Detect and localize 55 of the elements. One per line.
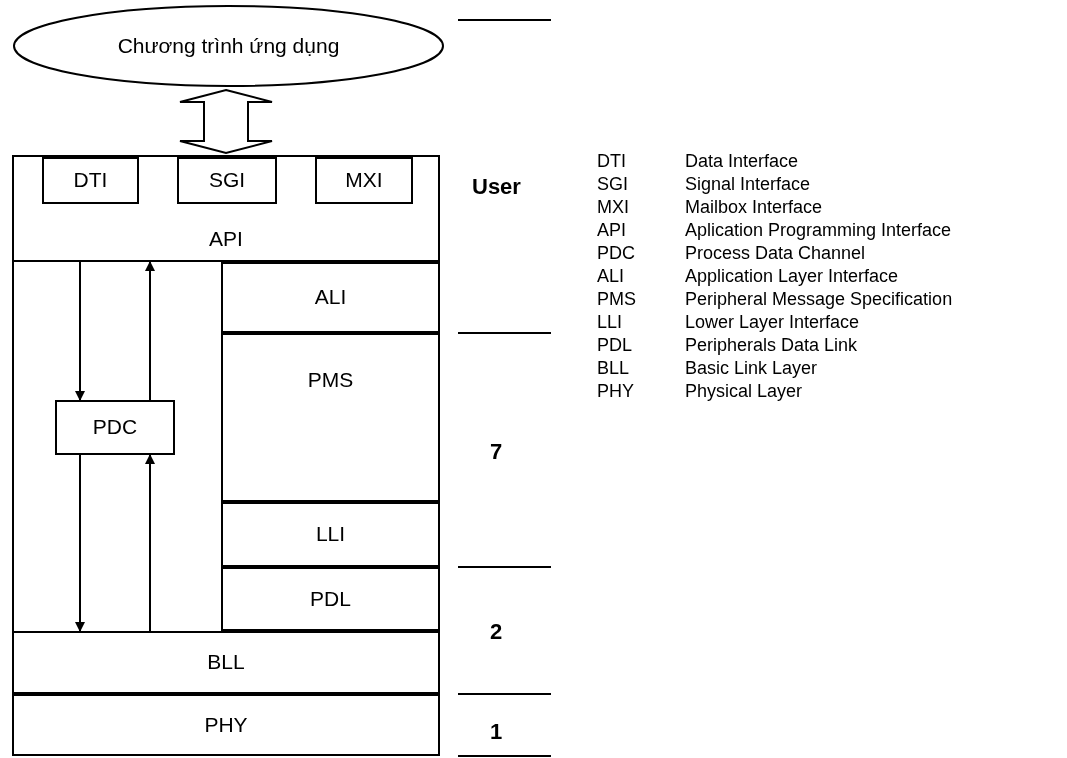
layer-box <box>221 333 440 502</box>
node-label: PDC <box>92 414 138 441</box>
abbreviation: PDC <box>597 242 636 264</box>
node-label: ALI <box>314 284 347 311</box>
arrow <box>75 454 85 632</box>
node-label: MXI <box>345 167 383 194</box>
layer-box <box>55 400 175 455</box>
abbreviation-meaning: Aplication Programming Interface <box>685 219 953 241</box>
abbreviation: LLI <box>597 311 624 333</box>
abbreviation-meaning: Physical Layer <box>685 380 804 402</box>
node-label: LLI <box>315 521 346 548</box>
abbreviation: PHY <box>597 380 635 402</box>
layer-box <box>42 157 139 204</box>
node-label: PHY <box>204 711 248 738</box>
abbreviation: BLL <box>597 357 631 379</box>
arrow <box>75 261 85 401</box>
node-label: PDL <box>310 585 351 612</box>
layer-label: 1 <box>490 718 503 746</box>
abbreviation: DTI <box>597 150 627 172</box>
ellipse-node <box>12 4 445 88</box>
abbreviation: PDL <box>597 334 633 356</box>
node-label: API <box>209 225 243 252</box>
abbreviation: ALI <box>597 265 626 287</box>
layer-box <box>221 502 440 567</box>
abbreviation-meaning: Application Layer Interface <box>685 265 900 287</box>
layer-box <box>12 694 440 756</box>
layer-box <box>221 567 440 631</box>
abbreviation-meaning: Peripherals Data Link <box>685 334 859 356</box>
abbreviation: MXI <box>597 196 630 218</box>
abbreviation: PMS <box>597 288 637 310</box>
abbreviation: API <box>597 219 627 241</box>
layer-box <box>177 157 277 204</box>
layer-label: User <box>472 173 521 201</box>
layer-label: 2 <box>490 618 503 646</box>
abbreviation-meaning: Lower Layer Interface <box>685 311 861 333</box>
layer-label: 7 <box>490 438 503 466</box>
abbreviation-meaning: Basic Link Layer <box>685 357 819 379</box>
layer-box <box>12 631 440 694</box>
abbreviation-meaning: Peripheral Message Specification <box>685 288 953 310</box>
abbreviation-meaning: Signal Interface <box>685 173 812 195</box>
node-label: DTI <box>73 167 108 194</box>
layer-box <box>12 155 440 262</box>
node-label: SGI <box>208 167 246 194</box>
abbreviation-meaning: Data Interface <box>685 150 800 172</box>
node-label: Chương trình ứng dụng <box>117 32 340 59</box>
abbreviation-meaning: Mailbox Interface <box>685 196 824 218</box>
node-label: PMS <box>307 367 354 393</box>
arrow <box>145 454 155 632</box>
layer-box <box>315 157 413 204</box>
abbreviation-meaning: Process Data Channel <box>685 242 867 264</box>
layer-box <box>221 262 440 333</box>
double-block-arrow <box>179 88 273 155</box>
abbreviation: SGI <box>597 173 629 195</box>
node-label: BLL <box>207 649 245 676</box>
arrow <box>145 261 155 401</box>
